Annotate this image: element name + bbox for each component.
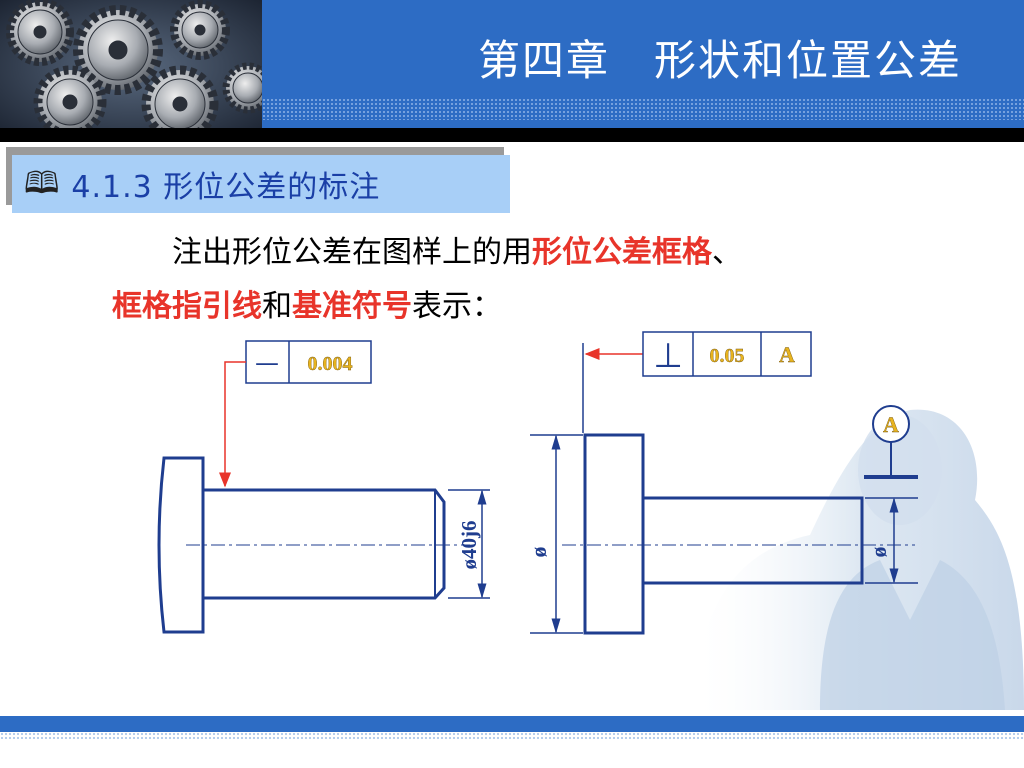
header-dot-pattern [262, 98, 1024, 120]
paragraph-text-2: 、 [712, 235, 742, 270]
gears-image [0, 0, 262, 134]
left-dimension [448, 489, 490, 599]
slide-title: 第四章 形状和位置公差 [477, 36, 962, 85]
paragraph-text-1: 注出形位公差在图样上的用 [172, 235, 532, 270]
left-shaft-part [157, 456, 446, 634]
left-tolerance-value: 0.004 [308, 353, 353, 375]
highlight-leader-line: 框格指引线 [112, 289, 262, 324]
right-tolerance-frame: ⊥ 0.05 A [642, 331, 812, 377]
highlight-datum-symbol: 基准符号 [292, 289, 412, 324]
section-heading: 🕮 4.1.3 形位公差的标注 [12, 155, 510, 213]
datum-symbol-letter: A [883, 412, 899, 437]
right-right-dimension-label: ø [866, 547, 891, 558]
perpendicularity-symbol: ⊥ [653, 336, 683, 376]
left-tolerance-frame: — 0.004 [245, 340, 372, 384]
datum-reference-letter: A [779, 342, 795, 367]
right-right-dimension [865, 497, 918, 584]
intro-paragraph: 注出形位公差在图样上的用形位公差框格、 框格指引线和基准符号表示： [112, 226, 932, 334]
right-left-dimension-label: ø [526, 547, 551, 558]
left-dimension-label: ø40j6 [457, 521, 481, 570]
straightness-symbol: — [255, 349, 279, 377]
right-tolerance-value: 0.05 [710, 345, 745, 367]
datum-symbol: A [864, 405, 918, 479]
paragraph-text-4: 表示： [412, 289, 502, 324]
paragraph-text-3: 和 [262, 289, 292, 324]
section-label: 4.1.3 形位公差的标注 [71, 170, 381, 205]
open-book-icon: 🕮 [24, 166, 60, 201]
left-leader-line [219, 361, 246, 488]
footer-bar [0, 716, 1024, 732]
background-businessman-image [690, 409, 1024, 710]
right-flange-part [583, 433, 864, 635]
right-left-dimension [530, 434, 583, 634]
highlight-tolerance-frame: 形位公差框格 [532, 235, 712, 270]
header-rule [0, 128, 1024, 142]
footer-dot-pattern [0, 732, 1024, 740]
